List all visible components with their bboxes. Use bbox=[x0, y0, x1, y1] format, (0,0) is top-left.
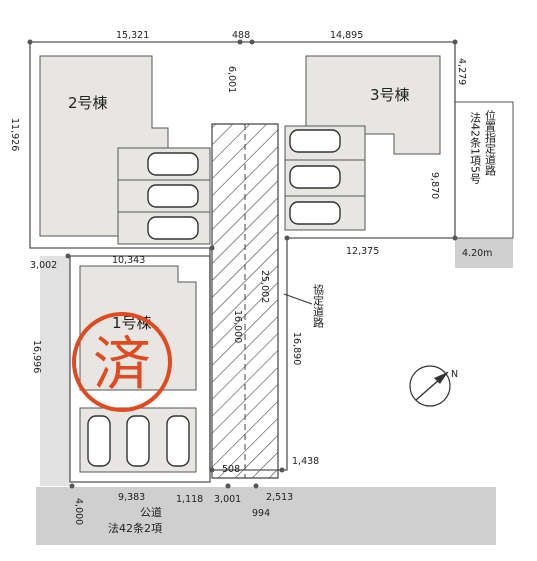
dim-left-b2: 11,926 bbox=[9, 118, 20, 151]
designated-road-area bbox=[454, 101, 514, 239]
dim-b1-top: 10,343 bbox=[112, 255, 145, 266]
lot-1-boundary bbox=[69, 255, 211, 483]
car-icon bbox=[147, 184, 199, 208]
designated-road-label: 位置指定道路 bbox=[484, 109, 497, 177]
dim-bottom-994: 994 bbox=[252, 508, 270, 519]
dim-road-length: 25,002 bbox=[259, 270, 270, 303]
dim-top-mid: 488 bbox=[232, 30, 250, 41]
dim-right-b3: 9,870 bbox=[429, 172, 440, 199]
private-road-label: 協定道路 bbox=[312, 284, 325, 329]
north-arrow-icon: N bbox=[409, 365, 458, 407]
dim-b1-left: 16,996 bbox=[31, 340, 42, 373]
dim-top-right: 14,895 bbox=[330, 30, 363, 41]
public-road-label: 公道 bbox=[140, 505, 162, 519]
car-icon bbox=[126, 415, 150, 467]
site-boundary bbox=[29, 41, 456, 471]
car-icon bbox=[166, 415, 190, 467]
designated-road-strip bbox=[455, 238, 513, 268]
stamp-text: 済 bbox=[93, 330, 151, 398]
lot-1-side bbox=[40, 256, 70, 486]
car-icons bbox=[87, 129, 341, 467]
car-icon bbox=[289, 165, 341, 189]
dim-bottom-4000: 4,000 bbox=[73, 498, 84, 525]
car-icon bbox=[289, 201, 341, 225]
car-icon bbox=[147, 216, 199, 240]
dim-mid-right: 12,375 bbox=[346, 246, 379, 257]
dim-bottom-508: 508 bbox=[222, 464, 240, 475]
completed-stamp: 済 bbox=[72, 312, 172, 412]
dim-right-long: 16,890 bbox=[291, 332, 302, 365]
building-1 bbox=[79, 265, 197, 391]
building-2-label: 2号棟 bbox=[68, 94, 108, 112]
car-icon bbox=[87, 415, 111, 467]
dim-bottom-3001: 3,001 bbox=[214, 494, 241, 505]
public-road-area bbox=[36, 487, 496, 545]
dim-right-top: 4,279 bbox=[456, 58, 467, 85]
public-road-article: 法42条2項 bbox=[108, 521, 162, 535]
agreement-road bbox=[211, 123, 279, 479]
designated-road-width: 4.20m bbox=[462, 248, 492, 259]
north-label: N bbox=[451, 369, 458, 380]
building-3-label: 3号棟 bbox=[370, 86, 410, 104]
dim-bottom-left: 9,383 bbox=[118, 492, 145, 503]
car-icon bbox=[289, 129, 341, 153]
dim-center-b2: 6,001 bbox=[226, 66, 237, 93]
dim-bottom-2513: 2,513 bbox=[266, 492, 293, 503]
dim-bottom-1118: 1,118 bbox=[176, 494, 203, 505]
car-icon bbox=[147, 152, 199, 176]
dim-top-left: 15,321 bbox=[116, 30, 149, 41]
designated-road-article: 法42条1項5号 bbox=[469, 111, 482, 185]
dim-bottom-1438: 1,438 bbox=[292, 456, 319, 467]
dim-left-small: 3,002 bbox=[30, 260, 57, 271]
dim-road-inner: 16,000 bbox=[232, 310, 243, 343]
